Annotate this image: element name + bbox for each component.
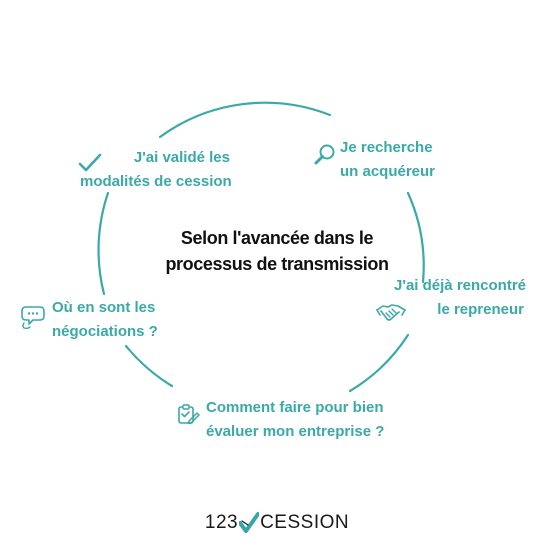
ring-arc-bottom-left: [124, 344, 174, 388]
stage-validated-terms-line2: modalités de cession: [80, 173, 232, 190]
logo-prefix: 123: [204, 512, 239, 533]
check-icon: [78, 153, 102, 172]
magnifier-icon: [314, 144, 335, 165]
brand-logo: 123 CESSION: [0, 512, 554, 534]
logo-suffix: CESSION: [260, 512, 350, 533]
logo-checkmark-icon: [239, 512, 260, 533]
stage-negotiations-line1: Où en sont les: [52, 299, 156, 316]
ring-arc-right: [406, 191, 425, 284]
stage-evaluate-company: Comment faire pour bien évaluer mon entr…: [206, 396, 384, 444]
ring-arc-lower-right: [348, 333, 410, 393]
ring-arc-left: [97, 191, 110, 296]
ring-arc-top: [158, 101, 332, 139]
stage-negotiations: Où en sont les négociations ?: [52, 296, 158, 344]
stage-evaluate-company-line1: Comment faire pour bien: [206, 399, 384, 416]
clipboard-edit-icon: [178, 404, 200, 425]
handshake-icon: [376, 304, 406, 321]
chat-bubbles-icon: [21, 306, 45, 330]
stage-evaluate-company-line2: évaluer mon entreprise ?: [206, 423, 385, 440]
stage-negotiations-line2: négociations ?: [52, 323, 158, 340]
stage-met-buyer-line2: le repreneur: [437, 301, 524, 318]
stage-met-buyer-line1: J'ai déjà rencontré: [394, 277, 526, 294]
stage-searching-buyer-line1: Je recherche: [340, 139, 433, 156]
stage-searching-buyer: Je recherche un acquéreur: [340, 136, 435, 184]
center-title: Selon l'avancée dans le processus de tra…: [127, 225, 427, 277]
center-title-line1: Selon l'avancée dans le: [180, 228, 374, 248]
stage-validated-terms: J'ai validé les modalités de cession: [80, 146, 232, 194]
stage-validated-terms-line1: J'ai validé les: [133, 149, 230, 166]
center-title-line2: processus de transmission: [165, 254, 389, 274]
stage-searching-buyer-line2: un acquéreur: [340, 163, 436, 180]
stage-met-buyer: J'ai déjà rencontré le repreneur: [383, 274, 526, 322]
